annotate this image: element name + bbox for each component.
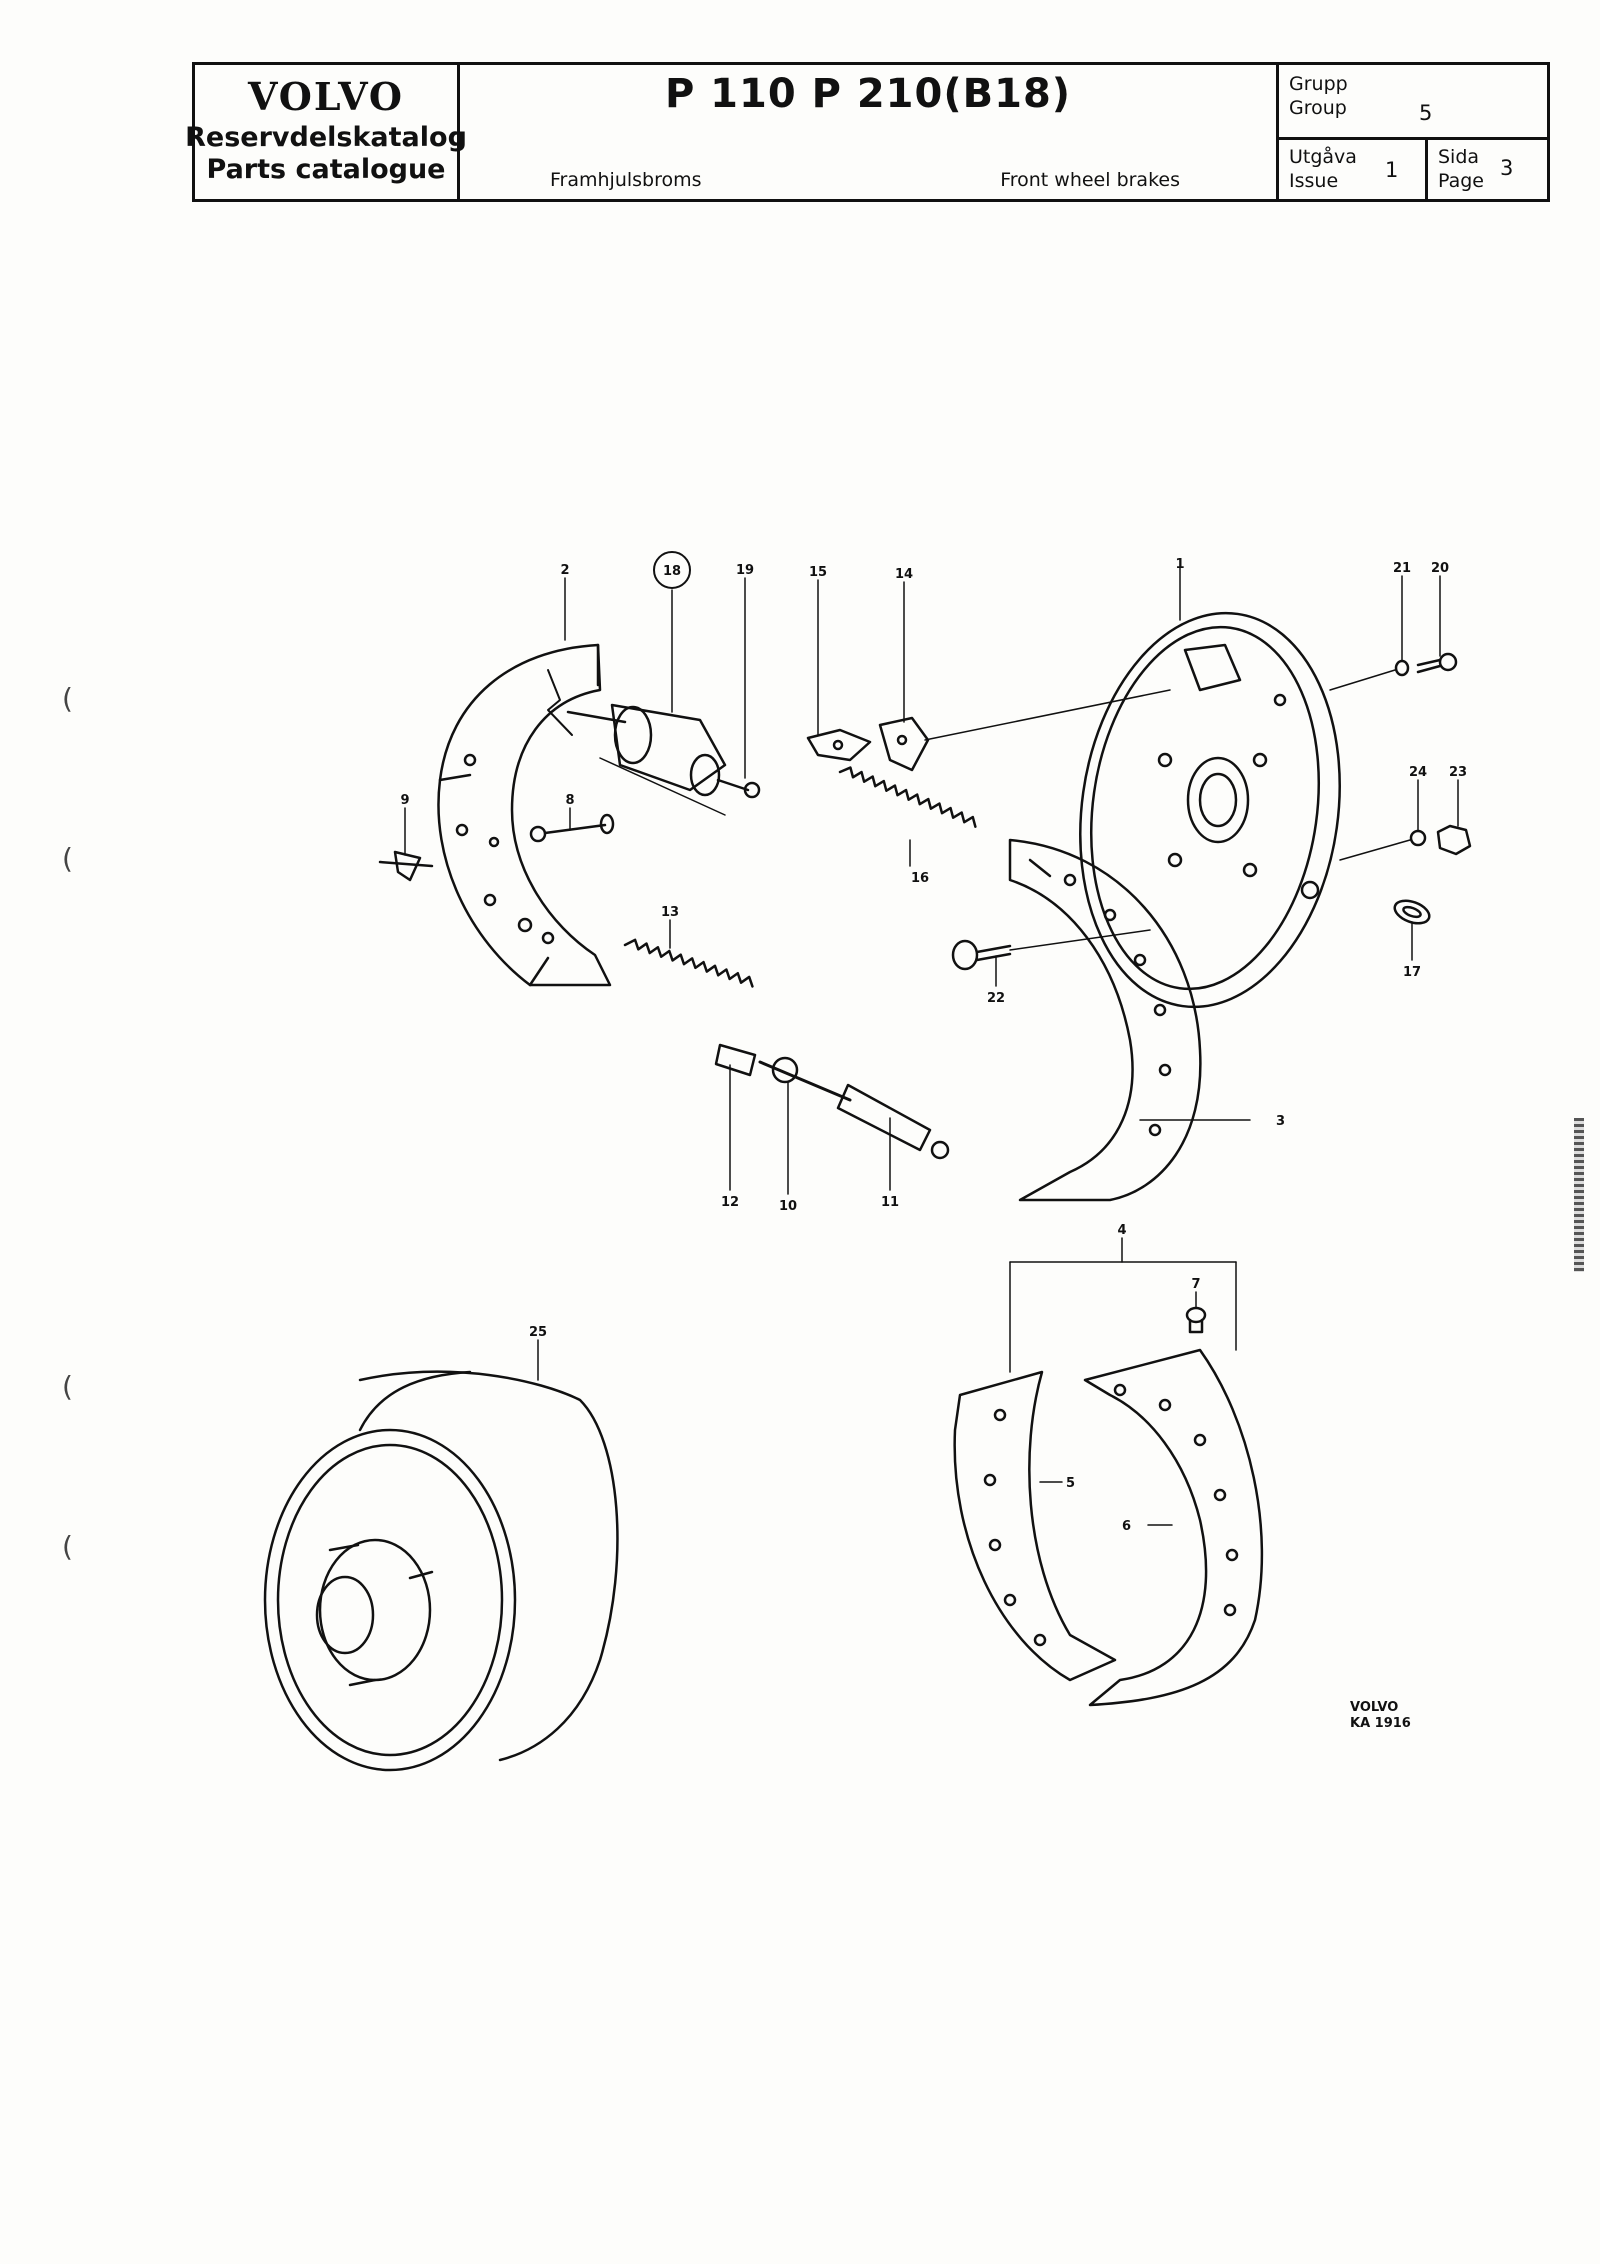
callout-13: 13 <box>661 905 679 920</box>
callout-16: 16 <box>911 871 929 886</box>
page-cell: Sida Page 3 <box>1428 140 1547 199</box>
adjuster-block <box>878 689 1171 772</box>
issue-cell: Utgåva Issue 1 <box>1279 140 1428 199</box>
brake-shoe-right <box>1008 838 1202 1202</box>
callout-21: 21 <box>1393 561 1411 576</box>
binder-hole-mark: ( <box>62 1370 73 1403</box>
leader-lines <box>404 567 1459 1526</box>
model-cell: P 110 P 210(B18) Framhjulsbroms Front wh… <box>460 65 1279 199</box>
catalog-title-en: Parts catalogue <box>206 154 446 185</box>
callout-24: 24 <box>1409 765 1427 780</box>
retaining-clip <box>378 850 434 882</box>
brand-cell: VOLVO Reservdelskatalog Parts catalogue <box>185 65 467 199</box>
catalog-title-sv: Reservdelskatalog <box>185 121 467 153</box>
callout-4: 4 <box>1117 1223 1126 1238</box>
page-edge-strip <box>1574 1118 1584 1272</box>
brake-shoe-left <box>437 643 612 987</box>
callout-19: 19 <box>736 563 754 578</box>
page-label: Sida Page <box>1438 146 1484 194</box>
wheel-cylinder <box>566 703 761 816</box>
binder-hole-mark: ( <box>62 1530 73 1563</box>
callout-25: 25 <box>529 1325 547 1340</box>
callout-10: 10 <box>779 1199 797 1214</box>
issue-label: Utgåva Issue <box>1289 146 1357 194</box>
volvo-logo: VOLVO <box>247 73 405 119</box>
model-title: P 110 P 210(B18) <box>664 71 1072 117</box>
callout-7: 7 <box>1191 1277 1200 1292</box>
brake-lining-6 <box>1083 1348 1264 1707</box>
page-label-en: Page <box>1438 169 1484 192</box>
callout-14: 14 <box>895 567 913 582</box>
callout-ring-18 <box>653 551 691 589</box>
issue-page-row: Utgåva Issue 1 Sida Page 3 <box>1279 140 1547 199</box>
callout-labels: 1 2 3 4 5 6 7 8 9 10 11 12 13 14 15 16 1… <box>400 557 1467 1534</box>
nut-washer <box>1339 824 1472 861</box>
adjuster-lever <box>806 728 872 762</box>
subtitle-sv: Framhjulsbroms <box>550 169 702 191</box>
callout-23: 23 <box>1449 765 1467 780</box>
pin <box>529 813 615 843</box>
callout-8: 8 <box>565 793 574 808</box>
issue-label-sv: Utgåva <box>1289 146 1357 168</box>
subtitle-en: Front wheel brakes <box>1000 169 1180 191</box>
issue-value: 1 <box>1385 158 1399 182</box>
drawing-reference-code: KA 1916 <box>1350 1715 1411 1731</box>
binder-hole-mark: ( <box>62 682 73 715</box>
callout-15: 15 <box>809 565 827 580</box>
return-spring-upper <box>838 766 977 828</box>
index-cell: Grupp Group 5 Utgåva Issue 1 Sida Page 3 <box>1279 65 1547 199</box>
adjuster-assembly <box>714 1043 950 1160</box>
brake-drum <box>263 1370 619 1772</box>
drawing-reference: VOLVO KA 1916 <box>1350 1700 1411 1731</box>
backing-plate <box>1079 611 1341 1009</box>
return-spring-lower <box>623 938 754 988</box>
callout-5: 5 <box>1066 1476 1075 1491</box>
issue-label-en: Issue <box>1289 169 1339 192</box>
binder-hole-mark: ( <box>62 842 73 875</box>
title-block: VOLVO Reservdelskatalog Parts catalogue … <box>185 62 1550 202</box>
page-value: 3 <box>1500 156 1514 180</box>
callout-6: 6 <box>1122 1519 1131 1534</box>
group-label-sv: Grupp <box>1289 73 1348 95</box>
callout-11: 11 <box>881 1195 899 1210</box>
hex-bolt <box>951 929 1151 971</box>
brake-lining-5 <box>953 1370 1117 1682</box>
group-label: Grupp Group <box>1289 73 1348 121</box>
rivet <box>1185 1306 1207 1334</box>
page-label-sv: Sida <box>1438 146 1480 168</box>
group-label-en: Group <box>1289 96 1347 119</box>
callout-22: 22 <box>987 991 1005 1006</box>
callout-2: 2 <box>560 563 569 578</box>
callout-17: 17 <box>1403 965 1421 980</box>
callout-9: 9 <box>400 793 409 808</box>
screw-washer-top <box>1329 652 1458 691</box>
group-value: 5 <box>1419 101 1433 125</box>
callout-20: 20 <box>1431 561 1449 576</box>
callout-3: 3 <box>1276 1114 1285 1129</box>
drawing-reference-brand: VOLVO <box>1350 1700 1399 1715</box>
dust-plug <box>1393 899 1431 925</box>
callout-18: 18 <box>663 564 681 579</box>
group-row: Grupp Group 5 <box>1279 65 1547 140</box>
callout-1: 1 <box>1175 557 1184 572</box>
callout-12: 12 <box>721 1195 739 1210</box>
